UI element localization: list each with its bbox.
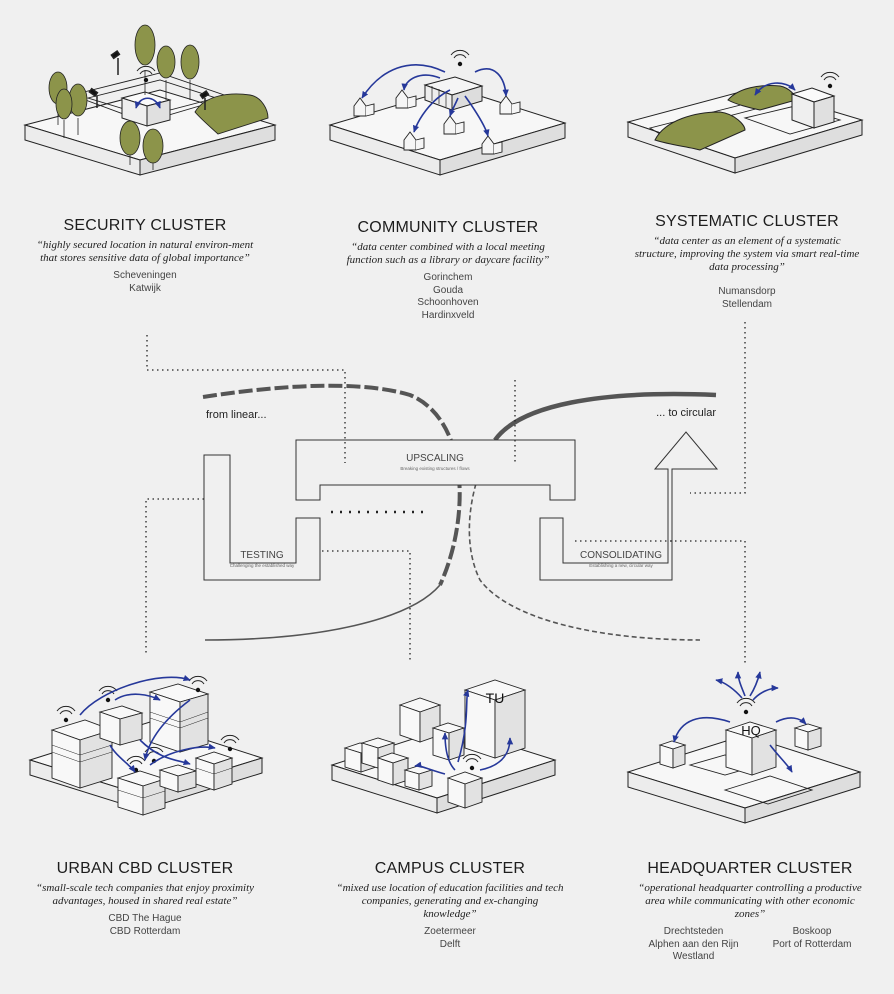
security-cluster-card: SECURITY CLUSTER “highly secured locatio… <box>30 217 260 295</box>
circular-curve-tail <box>468 439 701 641</box>
headquarter-cluster-places: Drechtsteden Alphen aan den Rijn Westlan… <box>635 926 865 964</box>
to-circular-label: ... to circular <box>656 407 716 419</box>
campus-cluster-title: CAMPUS CLUSTER <box>374 860 526 877</box>
place-item: Scheveningen <box>113 270 177 281</box>
place-item: Katwijk <box>129 282 161 294</box>
place-item: Schoonhoven <box>417 297 479 308</box>
stage-upscaling-subtitle: Breaking existing structures / flows <box>400 466 470 471</box>
campus-cluster-card: CAMPUS CLUSTER “mixed use location of ed… <box>335 860 565 951</box>
headquarter-cluster-card: HEADQUARTER CLUSTER “operational headqua… <box>635 860 865 964</box>
circular-curve <box>493 391 717 442</box>
headquarter-cluster-quote: “operational headquarter controlling a p… <box>638 882 862 920</box>
stage-consolidating-subtitle: Establishing a new, circular way <box>589 563 653 568</box>
urban-cbd-cluster-places: CBD The Hague CBD Rotterdam <box>30 913 260 938</box>
community-cluster-quote: “data center combined with a local meeti… <box>346 241 550 266</box>
upscaling-block <box>295 439 576 501</box>
place-item: Westland <box>672 951 715 962</box>
hq-building-label: HQ <box>741 723 761 738</box>
campus-cluster-quote: “mixed use location of education facilit… <box>336 882 564 920</box>
community-cluster-illustration <box>328 49 567 176</box>
stage-testing-subtitle: Challenging the established way <box>230 563 295 568</box>
stage-consolidating-name: CONSOLIDATING <box>580 550 662 561</box>
community-cluster-card: COMMUNITY CLUSTER “data center combined … <box>333 219 563 322</box>
urban-cbd-cluster-card: URBAN CBD CLUSTER “small-scale tech comp… <box>30 860 260 938</box>
community-cluster-title: COMMUNITY CLUSTER <box>357 219 539 236</box>
place-item: Gorinchem <box>423 272 473 283</box>
security-cluster-places: Scheveningen Katwijk <box>30 270 260 295</box>
place-item: Hardinxveld <box>421 309 475 321</box>
systematic-cluster-quote: “data center as an element of a systemat… <box>634 235 860 273</box>
urban-cbd-cluster-title: URBAN CBD CLUSTER <box>56 860 234 877</box>
security-cluster-title: SECURITY CLUSTER <box>63 217 227 234</box>
place-item: Gouda <box>432 284 464 296</box>
place-item: Boskoop <box>792 926 832 937</box>
place-item: Port of Rotterdam <box>772 938 852 950</box>
campus-cluster-illustration: TU <box>330 679 557 814</box>
headquarter-cluster-illustration: HQ <box>626 671 862 824</box>
urban-cbd-cluster-illustration <box>28 674 264 816</box>
systematic-cluster-places: Numansdorp Stellendam <box>632 286 862 311</box>
connector-lines <box>145 322 746 665</box>
tu-building-label: TU <box>486 690 505 706</box>
systematic-cluster-card: SYSTEMATIC CLUSTER “data center as an el… <box>632 213 862 311</box>
community-cluster-places: Gorinchem Gouda Schoonhoven Hardinxveld <box>333 272 563 322</box>
flow-diagram: UPSCALING Breaking existing structures /… <box>145 322 746 665</box>
headquarter-cluster-title: HEADQUARTER CLUSTER <box>647 860 853 877</box>
stage-upscaling-name: UPSCALING <box>406 453 464 464</box>
security-cluster-quote: “highly secured location in natural envi… <box>36 239 254 264</box>
place-item: CBD The Hague <box>108 913 182 924</box>
consolidating-arrow <box>539 431 719 581</box>
stage-testing-name: TESTING <box>240 550 284 561</box>
place-item: Drechtsteden <box>663 926 724 937</box>
testing-block <box>203 454 321 581</box>
systematic-cluster-illustration <box>626 71 864 174</box>
linear-curve-dashed <box>202 383 462 586</box>
campus-cluster-places: Zoetermeer Delft <box>335 926 565 951</box>
security-cluster-illustration <box>23 24 277 176</box>
places-left-column: Drechtsteden Alphen aan den Rijn Westlan… <box>649 926 739 964</box>
systematic-cluster-title: SYSTEMATIC CLUSTER <box>655 213 839 230</box>
place-item: Stellendam <box>721 298 773 310</box>
urban-cbd-cluster-quote: “small-scale tech companies that enjoy p… <box>35 882 255 907</box>
from-linear-label: from linear... <box>206 409 267 421</box>
place-item: Numansdorp <box>718 286 776 297</box>
place-item: Delft <box>439 938 461 950</box>
place-item: Alphen aan den Rijn <box>648 938 739 950</box>
place-item: CBD Rotterdam <box>109 925 181 937</box>
places-right-column: Boskoop Port of Rotterdam <box>773 926 852 964</box>
place-item: Zoetermeer <box>424 926 476 937</box>
linear-curve-tail <box>204 584 441 641</box>
